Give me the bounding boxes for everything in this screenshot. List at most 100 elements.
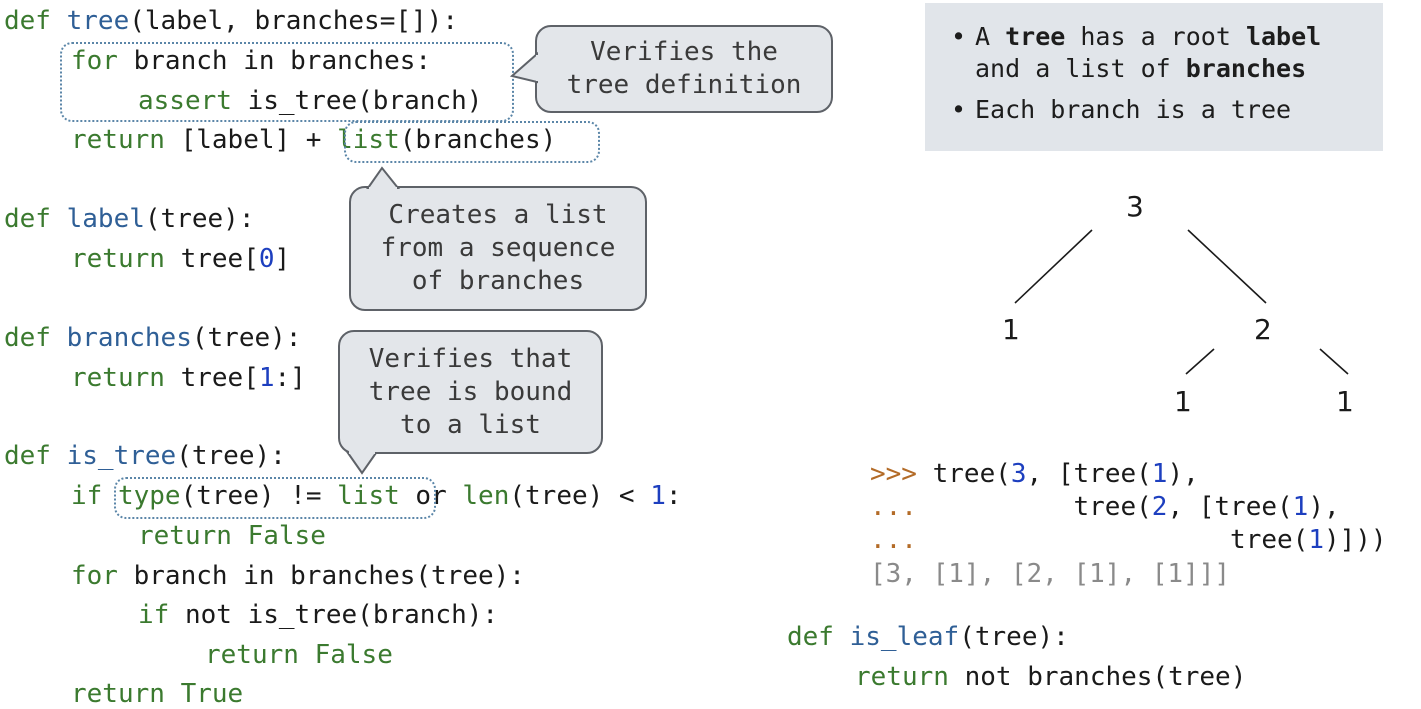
code-text: tree[	[164, 363, 259, 393]
number: 3	[1010, 459, 1027, 489]
code-line-def-tree: def tree(label, branches=[]):	[4, 6, 458, 36]
code-text: (tree) !=	[180, 481, 338, 511]
code-text: ]	[274, 244, 291, 274]
number: 1	[650, 481, 666, 511]
code-text: tree(	[916, 525, 1309, 555]
code-text: [label] +	[164, 125, 338, 155]
code-text: tree[	[164, 244, 259, 274]
callout-tail	[346, 450, 378, 475]
code-line-for: for branch in branches:	[71, 46, 431, 76]
code-text: is_tree(branch):	[231, 600, 499, 630]
code-text: (tree):	[959, 622, 1069, 652]
edge-right-right	[1319, 348, 1349, 375]
repl-line-1: >>> tree(3, [tree(1),	[870, 459, 1199, 489]
code-line-return-true: return True	[71, 679, 243, 709]
note-term-label: label	[1245, 22, 1322, 51]
highlight-type-list	[114, 477, 436, 519]
note-term-tree: tree	[1005, 22, 1066, 51]
function-name: is_tree	[66, 441, 177, 471]
builtin-len: len	[462, 481, 510, 511]
keyword: if	[71, 481, 103, 511]
function-name: branches	[66, 323, 192, 353]
repl-line-3: ... tree(1)]))	[870, 525, 1387, 555]
callout-verifies-bound: Verifies that tree is bound to a list	[338, 330, 603, 454]
code-text: (tree):	[191, 323, 302, 353]
keyword: return	[855, 662, 949, 692]
builtin-type: type	[117, 481, 181, 511]
note-text: and a list of	[975, 54, 1186, 83]
keyword-true: True	[180, 679, 244, 709]
code-text: (tree):	[176, 441, 286, 471]
code-line-return-branches: return tree[1:]	[71, 363, 306, 393]
keyword-false: False	[247, 521, 326, 551]
callout-tail	[366, 166, 401, 191]
highlight-list-branches	[344, 121, 600, 163]
keyword: def	[4, 6, 51, 36]
repl-prompt: ...	[870, 492, 917, 522]
code-line-if-type: if type(tree) != list or len(tree) < 1:	[71, 481, 682, 511]
keyword-false: False	[314, 640, 393, 670]
keyword: def	[787, 622, 834, 652]
code-text: (tree):	[144, 204, 255, 234]
repl-prompt: >>>	[870, 459, 917, 489]
keyword: def	[4, 204, 51, 234]
keyword: def	[4, 323, 51, 353]
function-name: label	[66, 204, 145, 234]
code-line-return-label: return tree[0]	[71, 244, 290, 274]
code-text: , [tree(	[1167, 492, 1293, 522]
code-text: ),	[1308, 492, 1340, 522]
callout-tail	[509, 51, 540, 84]
tree-node-leaf-left: 1	[1174, 385, 1192, 418]
repl-output: [3, [1], [2, [1], [1]]]	[870, 559, 1231, 589]
callout-creates-list: Creates a list from a sequence of branch…	[349, 186, 647, 311]
code-text: (tree) <	[509, 481, 651, 511]
code-line-assert: assert is_tree(branch)	[138, 86, 482, 116]
code-text: (branches)	[399, 125, 557, 155]
code-text: branch in branches:	[117, 46, 432, 76]
keyword: for	[71, 46, 118, 76]
code-text: tree(	[916, 459, 1011, 489]
note-term-branches: branches	[1185, 54, 1307, 83]
definition-notes: • A tree has a root label and a list of …	[925, 3, 1383, 151]
tree-node-root: 3	[1126, 190, 1144, 223]
note-bullet-2: • Each branch is a tree	[951, 94, 1367, 126]
number: 0	[258, 244, 275, 274]
note-text: has a root	[1065, 22, 1246, 51]
builtin-list: list	[337, 481, 400, 511]
keyword: return	[71, 244, 165, 274]
code-line-def-is-leaf: def is_leaf(tree):	[787, 622, 1069, 652]
code-text: branch in branches(tree):	[117, 561, 525, 591]
keyword: return	[138, 521, 232, 551]
number: 1	[1151, 459, 1168, 489]
tree-node-right: 2	[1254, 313, 1272, 346]
code-line-for-branches-tree: for branch in branches(tree):	[71, 561, 525, 591]
code-line-if-not: if not is_tree(branch):	[138, 600, 498, 630]
code-line-def-is-tree: def is_tree(tree):	[4, 441, 286, 471]
keyword: return	[71, 125, 165, 155]
note-text: A	[975, 22, 1006, 51]
repl-prompt: ...	[870, 525, 917, 555]
keyword: assert	[138, 86, 232, 116]
repl-line-2: ... tree(2, [tree(1),	[870, 492, 1340, 522]
note-bullet-1: • A tree has a root label and a list of …	[951, 21, 1367, 85]
function-name: is_leaf	[849, 622, 960, 652]
bullet-icon: •	[951, 95, 967, 124]
code-text: )]))	[1323, 525, 1387, 555]
keyword: return	[205, 640, 299, 670]
tree-node-leaf-right: 1	[1336, 385, 1354, 418]
keyword-not: not	[184, 600, 232, 630]
keyword: return	[71, 679, 165, 709]
keyword: for	[71, 561, 118, 591]
code-line-return-false-1: return False	[138, 521, 326, 551]
code-line-def-branches: def branches(tree):	[4, 323, 301, 353]
note-text: Each branch is a tree	[975, 95, 1292, 124]
code-text: :	[665, 481, 682, 511]
keyword: def	[4, 441, 51, 471]
number: 1	[258, 363, 275, 393]
number: 1	[1308, 525, 1324, 555]
keyword: return	[71, 363, 165, 393]
code-text: , [tree(	[1026, 459, 1152, 489]
code-line-return-not-branches: return not branches(tree)	[855, 662, 1246, 692]
tree-node-left: 1	[1002, 313, 1020, 346]
